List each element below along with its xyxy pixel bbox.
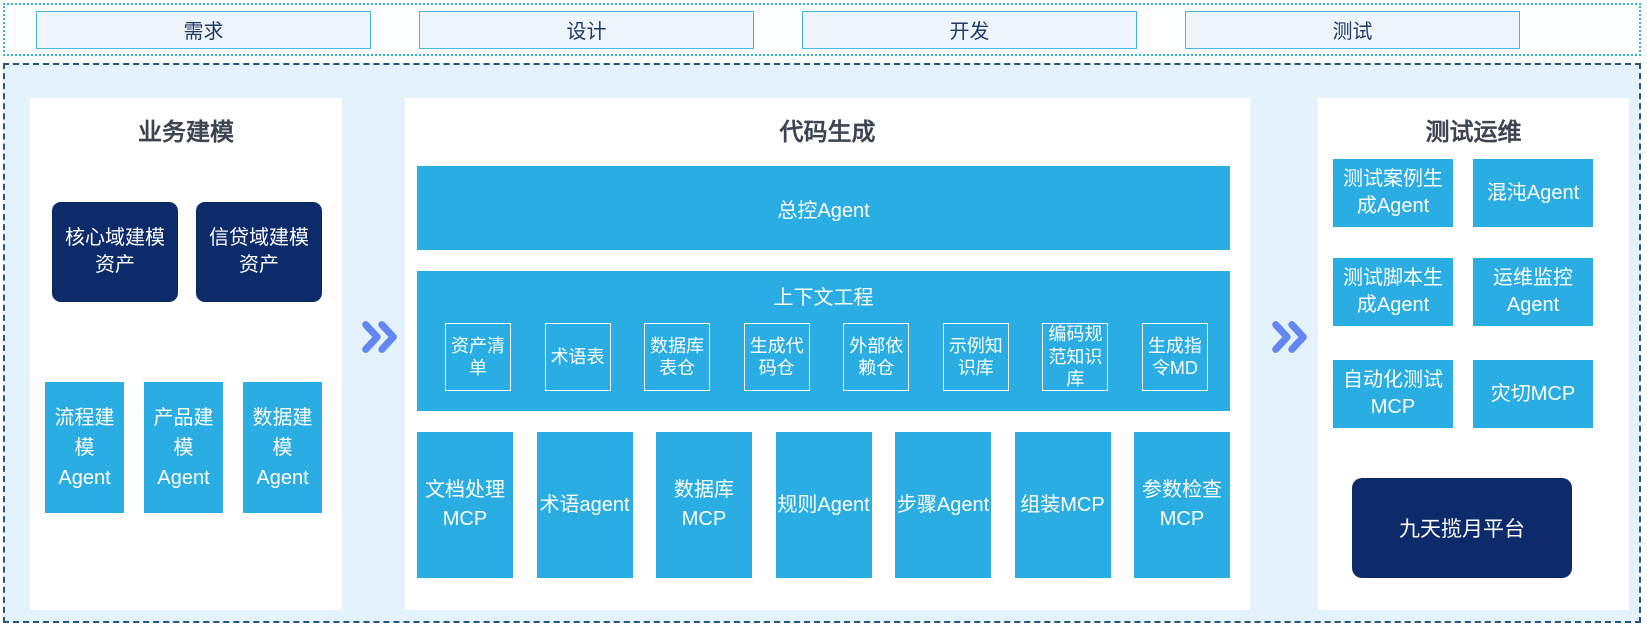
tool-box-row: 文档处理MCP 术语agent 数据库MCP 规则Agent 步骤Agent 组… [417,432,1230,578]
context-item-row: 资产清单 术语表 数据库表仓 生成代码仓 外部依赖仓 示例知识库 编码规范知识库… [445,323,1208,391]
stage-testing: 测试 [1185,10,1520,49]
auto-test-mcp-box: 自动化测试MCP [1333,360,1453,428]
context-engineering-block: 上下文工程 资产清单 术语表 数据库表仓 生成代码仓 外部依赖仓 示例知识库 编… [417,271,1230,411]
jiutian-platform-box: 九天揽月平台 [1352,478,1572,578]
context-item-gen-code-repo: 生成代码仓 [743,323,810,391]
tool-step-agent: 步骤Agent [895,432,991,578]
tool-assembly-mcp: 组装MCP [1014,432,1111,578]
stage-strip: 需求 设计 开发 测试 [3,3,1641,56]
chevron-right-icon [1272,321,1307,353]
asset-box-credit-domain: 信贷域建模资产 [196,202,322,302]
context-item-external-dep-repo: 外部依赖仓 [843,323,910,391]
panel-code-generation: 代码生成 总控Agent 上下文工程 资产清单 术语表 数据库表仓 生成代码仓 … [405,98,1250,610]
context-item-db-table-repo: 数据库表仓 [644,323,711,391]
modeling-asset-row: 核心域建模资产 信贷域建模资产 [52,202,322,302]
test-script-gen-agent-box: 测试脚本生成Agent [1333,258,1453,326]
context-item-example-kb: 示例知识库 [942,323,1009,391]
pipeline-container: 业务建模 核心域建模资产 信贷域建模资产 流程建模Agent 产品建模Agent… [3,63,1641,623]
tool-doc-processing-mcp: 文档处理MCP [417,432,513,578]
disaster-switch-mcp-box: 灾切MCP [1473,360,1593,428]
tool-terminology-agent: 术语agent [536,432,633,578]
ops-monitor-agent-box: 运维监控Agent [1473,258,1593,326]
test-ops-row-3: 自动化测试MCP 灾切MCP [1333,360,1593,428]
stage-design: 设计 [419,10,754,49]
stage-requirements: 需求 [36,10,371,49]
agent-box-data-modeling: 数据建模Agent [243,382,322,513]
test-case-gen-agent-box: 测试案例生成Agent [1333,159,1453,227]
test-ops-row-2: 测试脚本生成Agent 运维监控Agent [1333,258,1593,326]
tool-param-check-mcp: 参数检查MCP [1134,432,1230,578]
chevron-right-icon [362,321,397,353]
context-engineering-title: 上下文工程 [773,287,874,309]
panel-business-modeling: 业务建模 核心域建模资产 信贷域建模资产 流程建模Agent 产品建模Agent… [30,98,342,610]
code-generation-title: 代码生成 [779,119,876,146]
context-item-gen-instruction-md: 生成指令MD [1141,323,1208,391]
agent-box-product-modeling: 产品建模Agent [144,382,223,513]
tool-database-mcp: 数据库MCP [656,432,752,578]
tool-rule-agent: 规则Agent [775,432,872,578]
chaos-agent-box: 混沌Agent [1473,159,1593,227]
stage-development: 开发 [802,10,1137,49]
test-ops-title: 测试运维 [1425,119,1522,146]
test-ops-row-1: 测试案例生成Agent 混沌Agent [1333,159,1593,227]
asset-box-core-domain: 核心域建模资产 [52,202,178,302]
business-modeling-title: 业务建模 [138,119,234,146]
master-agent-bar: 总控Agent [417,166,1230,250]
context-item-glossary: 术语表 [544,323,611,391]
context-item-coding-standard-kb: 编码规范知识库 [1042,323,1109,391]
modeling-agent-row: 流程建模Agent 产品建模Agent 数据建模Agent [45,382,322,513]
panel-test-ops: 测试运维 测试案例生成Agent 混沌Agent 测试脚本生成Agent 运维监… [1318,98,1629,610]
context-item-asset-list: 资产清单 [445,323,511,391]
agent-box-process-modeling: 流程建模Agent [45,382,124,513]
